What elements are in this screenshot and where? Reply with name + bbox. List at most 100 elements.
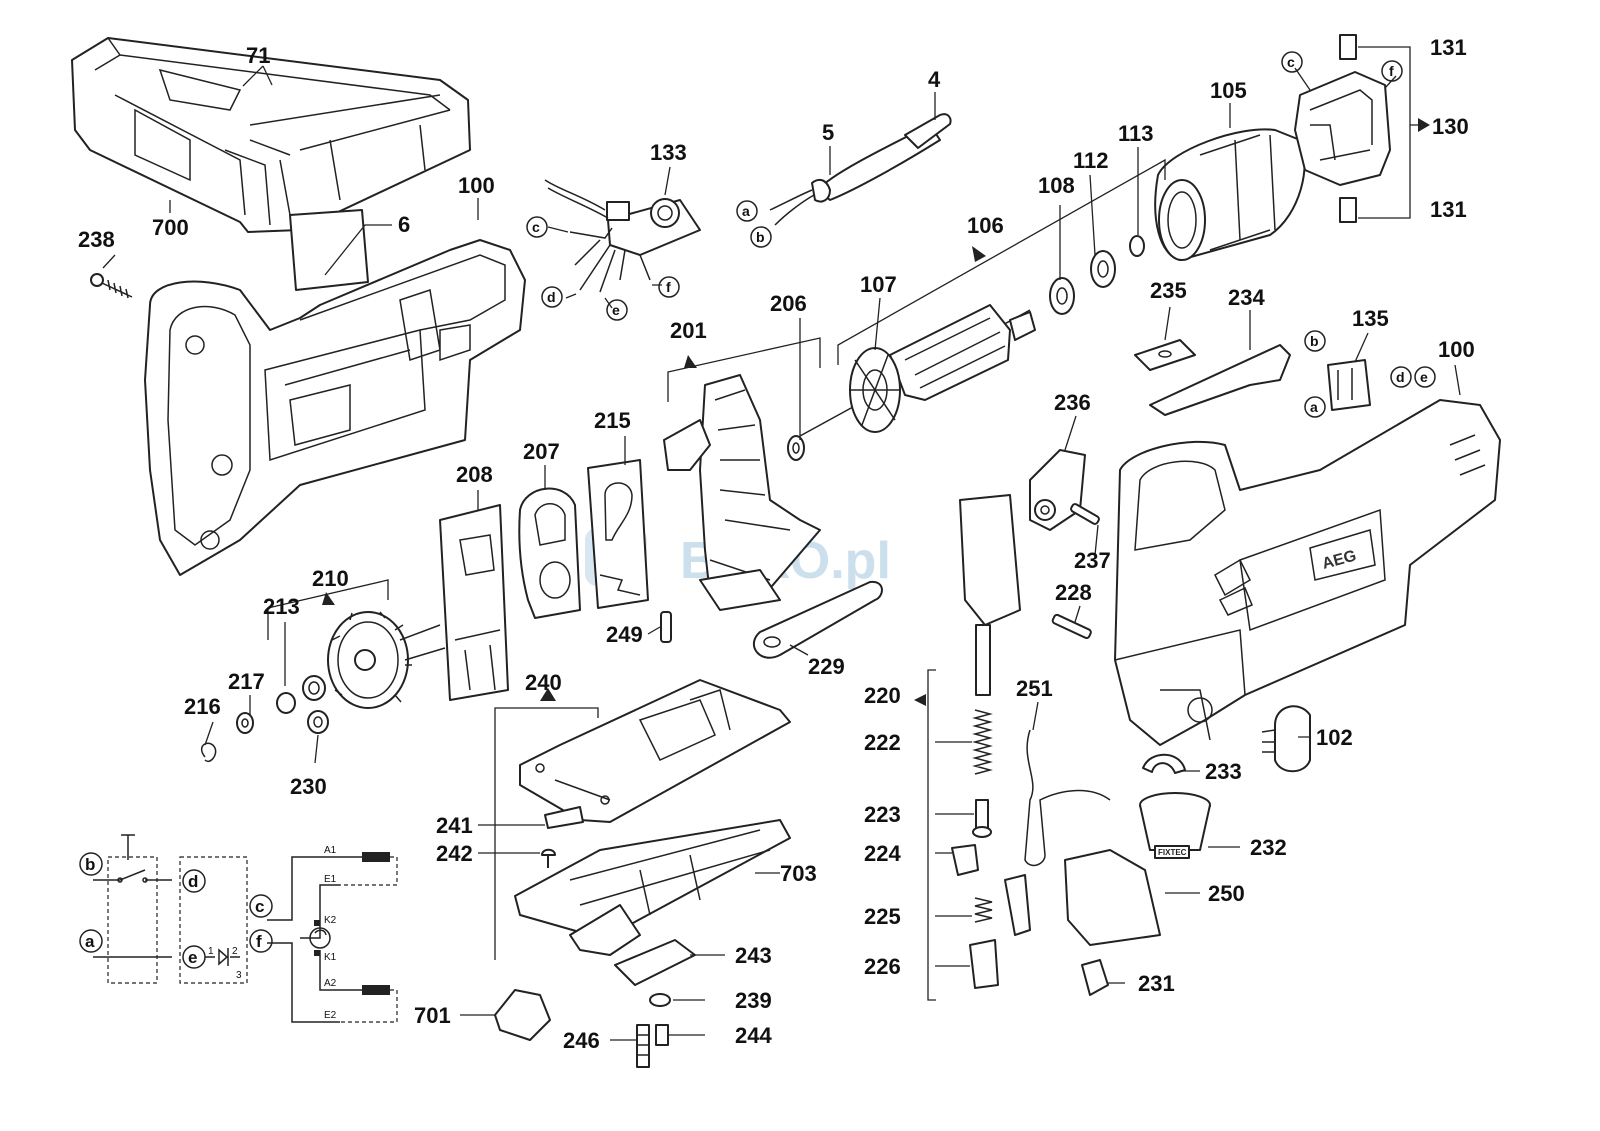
lever-229 xyxy=(753,580,883,659)
svg-text:f: f xyxy=(666,279,671,295)
svg-text:a: a xyxy=(1310,399,1318,415)
saw-guard-250 xyxy=(1064,849,1161,946)
label-233: 233 xyxy=(1205,759,1242,784)
svg-text:K1: K1 xyxy=(324,952,337,963)
slide-rail-234 xyxy=(1149,344,1291,416)
wiring-connector-a: a xyxy=(79,929,103,953)
label-100-right: 100 xyxy=(1438,337,1475,362)
connector-e-135: e xyxy=(1414,366,1436,388)
label-201: 201 xyxy=(670,318,707,343)
pin-237 xyxy=(1070,503,1100,525)
svg-text:d: d xyxy=(547,289,556,305)
svg-text:d: d xyxy=(1396,369,1405,385)
label-251: 251 xyxy=(1016,676,1053,701)
connector-letters: c d e f a b c f b a d e b a d e c f xyxy=(79,51,1436,969)
plunger-assembly-220 xyxy=(914,494,1031,1001)
svg-text:3: 3 xyxy=(236,970,242,981)
label-112: 112 xyxy=(1073,148,1109,173)
gasket-207 xyxy=(518,487,581,619)
carbon-brush-131-top xyxy=(1339,34,1357,60)
svg-text:A2: A2 xyxy=(324,978,337,989)
screw-246 xyxy=(636,1024,650,1068)
circlip-216 xyxy=(200,742,217,762)
label-217: 217 xyxy=(228,669,265,694)
label-700: 700 xyxy=(152,215,189,240)
label-plate-6 xyxy=(289,209,369,291)
svg-text:a: a xyxy=(742,203,750,219)
shoe-703 xyxy=(514,819,791,936)
svg-text:b: b xyxy=(85,855,95,874)
label-243: 243 xyxy=(735,943,772,968)
connector-f-130: f xyxy=(1381,60,1403,82)
label-135: 135 xyxy=(1352,306,1389,331)
label-239: 239 xyxy=(735,988,772,1013)
gear-210 xyxy=(267,579,446,709)
label-701: 701 xyxy=(414,1003,451,1028)
label-6: 6 xyxy=(398,212,410,237)
wire-clip-251 xyxy=(1024,729,1111,867)
label-4: 4 xyxy=(928,67,941,92)
label-235: 235 xyxy=(1150,278,1187,303)
label-213: 213 xyxy=(263,594,300,619)
svg-text:c: c xyxy=(255,897,264,916)
cord-guard-5 xyxy=(769,124,941,226)
label-207: 207 xyxy=(523,439,560,464)
leader-lines xyxy=(102,65,1461,1041)
plunger-holder-236a xyxy=(959,494,1021,626)
magnet-233 xyxy=(1142,753,1186,774)
svg-text:e: e xyxy=(1420,369,1428,385)
washer-239 xyxy=(649,993,671,1007)
svg-text:e: e xyxy=(188,948,197,967)
label-133: 133 xyxy=(650,140,687,165)
bearing-112 xyxy=(1090,250,1116,288)
label-232: 232 xyxy=(1250,835,1287,860)
washer-217 xyxy=(236,712,254,734)
svg-text:E1: E1 xyxy=(324,874,337,885)
label-216: 216 xyxy=(184,694,221,719)
label-131-top: 131 xyxy=(1430,35,1467,60)
svg-text:c: c xyxy=(532,219,540,235)
connector-c-133: c xyxy=(526,216,548,238)
fixtec-knob-232: FIXTEC xyxy=(1139,792,1211,859)
label-230: 230 xyxy=(290,774,327,799)
switch-133 xyxy=(544,179,701,309)
guard-701 xyxy=(494,989,551,1041)
bearing-108 xyxy=(1049,277,1075,315)
brush-holder-130 xyxy=(1294,34,1430,223)
label-105: 105 xyxy=(1210,78,1247,103)
plate-208 xyxy=(439,504,509,701)
label-130: 130 xyxy=(1432,114,1469,139)
wiring-connector-f: f xyxy=(249,929,273,953)
svg-text:b: b xyxy=(756,229,765,245)
screw-238 xyxy=(90,273,133,299)
chuck-226 xyxy=(969,939,999,989)
label-106: 106 xyxy=(967,213,1004,238)
needle-bearing-213 xyxy=(302,675,326,701)
connector-c-130: c xyxy=(1281,51,1303,73)
connector-b-135: b xyxy=(1304,330,1326,352)
svg-text:e: e xyxy=(612,302,620,318)
plunger-rod xyxy=(975,624,991,696)
chip-guard-243 xyxy=(614,939,696,986)
wiring-connector-d: d xyxy=(182,869,206,893)
washer-206 xyxy=(787,435,805,461)
label-228: 228 xyxy=(1055,580,1092,605)
pin-228 xyxy=(1051,613,1092,639)
plate-241 xyxy=(544,806,584,829)
connector-135 xyxy=(1327,359,1371,411)
spring-222 xyxy=(972,709,993,775)
label-208: 208 xyxy=(456,462,493,487)
svg-text:f: f xyxy=(1389,63,1394,79)
carry-case-700 xyxy=(71,37,471,233)
label-226: 226 xyxy=(864,954,901,979)
label-223: 223 xyxy=(864,802,901,827)
label-224: 224 xyxy=(864,841,901,866)
stator-105 xyxy=(1154,128,1306,261)
svg-text:1: 1 xyxy=(208,946,214,957)
svg-text:FIXTEC: FIXTEC xyxy=(1158,848,1187,857)
connector-f-133: f xyxy=(658,276,680,298)
part-number-labels: 71 700 238 100 6 133 5 4 105 131 130 131… xyxy=(78,35,1475,1053)
svg-text:E2: E2 xyxy=(324,1010,337,1021)
svg-text:2: 2 xyxy=(232,946,238,957)
